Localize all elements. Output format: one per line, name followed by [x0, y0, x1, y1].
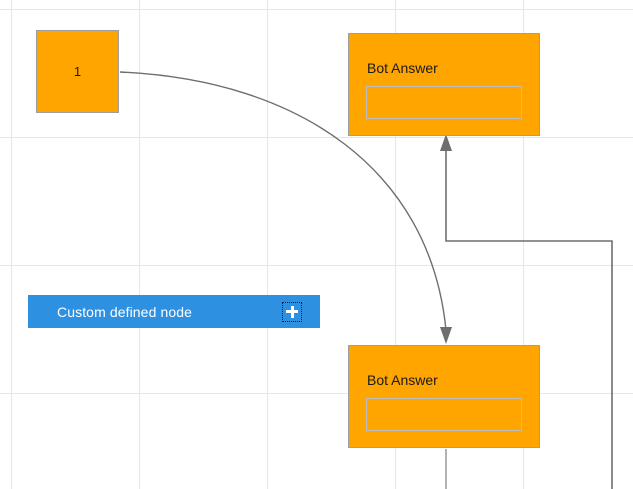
node-bot-answer-bottom-title: Bot Answer — [367, 372, 438, 388]
node-bot-answer-bottom-slot[interactable] — [366, 398, 522, 431]
edge-curved-path[interactable] — [119, 71, 447, 331]
arrowhead-up-icon — [440, 134, 452, 151]
node-bot-answer-top[interactable]: Bot Answer — [348, 33, 540, 136]
node-1-label: 1 — [73, 64, 82, 79]
plus-icon-vertical-bar — [290, 305, 294, 318]
edge-orthogonal-bot-answer-bottom-to-top[interactable] — [440, 134, 613, 489]
arrowhead-down-icon — [440, 327, 452, 344]
edge-orthogonal-path[interactable] — [445, 148, 613, 489]
node-bot-answer-bottom[interactable]: Bot Answer — [348, 345, 540, 448]
node-1[interactable]: 1 — [36, 30, 119, 113]
node-bot-answer-top-slot[interactable] — [366, 86, 522, 119]
custom-defined-node-bar[interactable]: Custom defined node — [28, 295, 320, 328]
plus-icon[interactable] — [282, 301, 302, 322]
custom-defined-node-label: Custom defined node — [57, 303, 192, 320]
edge-curved-node1-to-bot-answer-bottom[interactable] — [119, 71, 452, 344]
node-bot-answer-top-title: Bot Answer — [367, 60, 438, 76]
